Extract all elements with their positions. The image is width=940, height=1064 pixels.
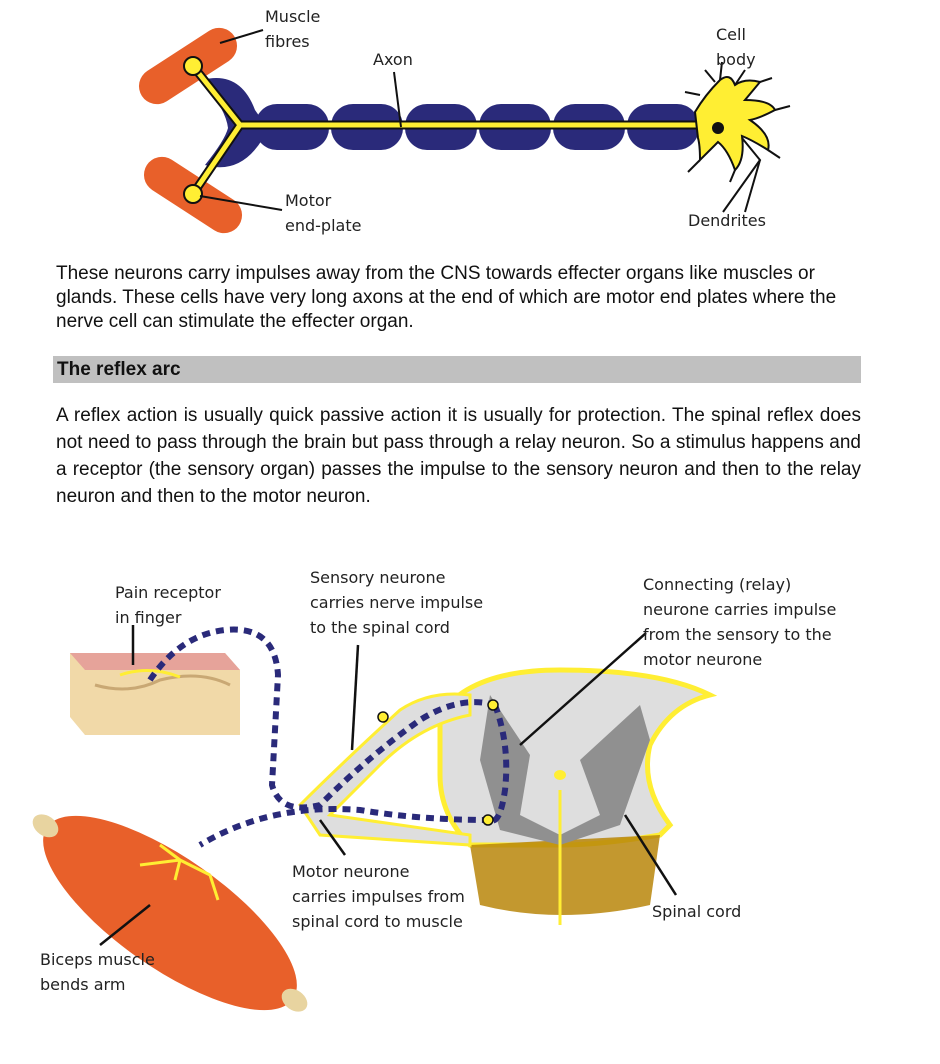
axon-label: Axon — [373, 50, 413, 69]
muscle-fibres-label: Muscle fibres — [265, 7, 321, 51]
cell-body — [684, 61, 791, 183]
dendrites-label: Dendrites — [688, 211, 766, 230]
muscle-nerve-endings — [139, 843, 220, 901]
spinal-cord — [437, 667, 718, 925]
biceps-label: Biceps muscle bends arm — [40, 950, 155, 994]
spinal-cord-label: Spinal cord — [652, 902, 742, 921]
section-title: The reflex arc — [57, 359, 181, 380]
motor-neuron-description: These neurons carry impulses away from t… — [56, 263, 837, 332]
motor-end-plate-top — [183, 56, 203, 76]
motor-neurone-label: Motor neurone carries impulses from spin… — [292, 862, 465, 931]
sensory-neurone-path — [147, 626, 496, 811]
relay-neurone-path — [488, 703, 510, 824]
section-header-bar: The reflex arc — [53, 356, 861, 383]
sensory-neurone-label: Sensory neurone carries nerve impulse to… — [310, 568, 484, 637]
motor-neurone-path — [198, 806, 491, 848]
reflex-arc-diagram — [32, 625, 718, 1012]
finger-skin — [70, 653, 240, 735]
motor-neuron-diagram — [138, 27, 791, 234]
biceps-muscle — [32, 814, 308, 1012]
pain-receptor-label: Pain receptor in finger — [115, 583, 221, 627]
reflex-pointer-lines — [99, 625, 678, 946]
relay-neurone-label: Connecting (relay) neurone carries impul… — [643, 575, 837, 669]
reflex-arc-description: A reflex action is usually quick passive… — [56, 405, 861, 507]
nerve-root — [298, 692, 472, 847]
motor-end-plate-bottom — [183, 184, 203, 204]
cell-body-label: Cell body — [716, 25, 756, 69]
axon-line — [188, 61, 705, 199]
pointer-lines — [199, 29, 762, 213]
motor-end-plate-label: Motor end-plate — [285, 191, 362, 235]
